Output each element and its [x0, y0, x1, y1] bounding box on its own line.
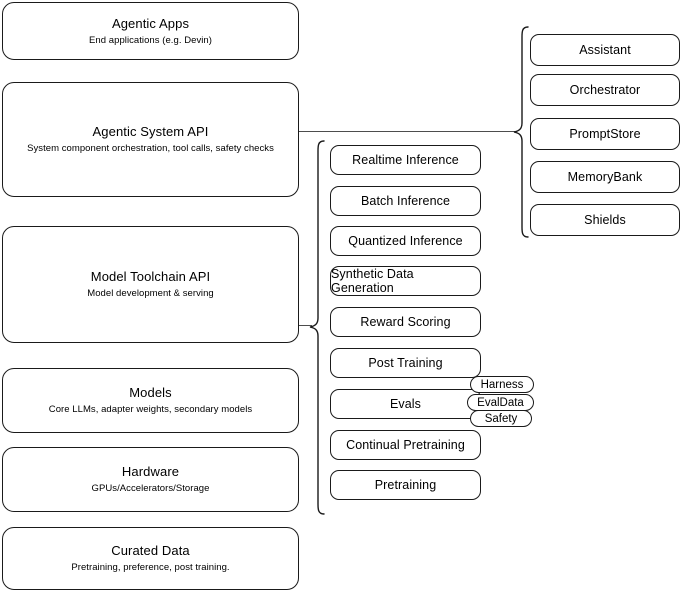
- component-label: MemoryBank: [567, 170, 643, 184]
- connector-toolchain-to-components: [299, 325, 312, 327]
- eval-pill-harness: Harness: [470, 376, 534, 393]
- layer-title: Hardware: [121, 464, 180, 479]
- component-box-orchestrator: Orchestrator: [530, 74, 680, 106]
- component-box-synthetic-data-generation: Synthetic Data Generation: [330, 266, 481, 296]
- component-box-promptstore: PromptStore: [530, 118, 680, 150]
- component-label: PromptStore: [569, 127, 641, 141]
- component-label: Pretraining: [374, 478, 437, 492]
- component-label: Evals: [389, 397, 422, 411]
- eval-pill-evaldata: EvalData: [467, 394, 534, 411]
- component-box-memorybank: MemoryBank: [530, 161, 680, 193]
- component-label: Orchestrator: [569, 83, 641, 97]
- layer-title: Agentic System API: [92, 124, 209, 139]
- component-label: Assistant: [579, 43, 631, 57]
- component-box-batch-inference: Batch Inference: [330, 186, 481, 216]
- component-label: Realtime Inference: [352, 153, 459, 167]
- layer-box-hardware: Hardware GPUs/Accelerators/Storage: [2, 447, 299, 512]
- layer-subtitle: GPUs/Accelerators/Storage: [91, 483, 210, 494]
- component-box-realtime-inference: Realtime Inference: [330, 145, 481, 175]
- component-label: Shields: [584, 213, 626, 227]
- component-box-evals: Evals: [330, 389, 481, 419]
- component-box-assistant: Assistant: [530, 34, 680, 66]
- layer-subtitle: Model development & serving: [87, 288, 214, 299]
- eval-pill-label: Harness: [480, 378, 524, 391]
- layer-title: Models: [129, 385, 172, 400]
- layer-box-agentic-apps: Agentic Apps End applications (e.g. Devi…: [2, 2, 299, 60]
- component-label: Batch Inference: [360, 194, 451, 208]
- layer-box-agentic-system-api: Agentic System API System component orch…: [2, 82, 299, 197]
- component-box-pretraining: Pretraining: [330, 470, 481, 500]
- component-box-continual-pretraining: Continual Pretraining: [330, 430, 481, 460]
- eval-pill-label: EvalData: [477, 396, 524, 409]
- layer-title: Model Toolchain API: [90, 269, 211, 284]
- component-box-quantized-inference: Quantized Inference: [330, 226, 481, 256]
- layer-subtitle: End applications (e.g. Devin): [89, 34, 212, 46]
- component-label: Post Training: [368, 356, 443, 370]
- connector-agentic-system-to-components: [299, 131, 515, 133]
- layer-box-curated-data: Curated Data Pretraining, preference, po…: [2, 527, 299, 590]
- component-label: Quantized Inference: [348, 234, 463, 248]
- layer-subtitle: Pretraining, preference, post training.: [71, 562, 230, 573]
- component-box-shields: Shields: [530, 204, 680, 236]
- layer-subtitle: System component orchestration, tool cal…: [27, 143, 274, 154]
- layer-title: Agentic Apps: [111, 15, 190, 31]
- layer-subtitle: Core LLMs, adapter weights, secondary mo…: [48, 404, 253, 415]
- component-box-post-training: Post Training: [330, 348, 481, 378]
- eval-pill-label: Safety: [484, 412, 518, 425]
- component-label: Continual Pretraining: [346, 438, 465, 452]
- layer-box-models: Models Core LLMs, adapter weights, secon…: [2, 368, 299, 433]
- layer-title: Curated Data: [111, 543, 190, 558]
- component-label: Synthetic Data Generation: [331, 267, 414, 295]
- eval-pill-safety: Safety: [470, 410, 532, 427]
- component-label: Reward Scoring: [360, 315, 451, 329]
- brace-toolchain-components: [308, 140, 326, 515]
- component-box-reward-scoring: Reward Scoring: [330, 307, 481, 337]
- layer-box-model-toolchain-api: Model Toolchain API Model development & …: [2, 226, 299, 343]
